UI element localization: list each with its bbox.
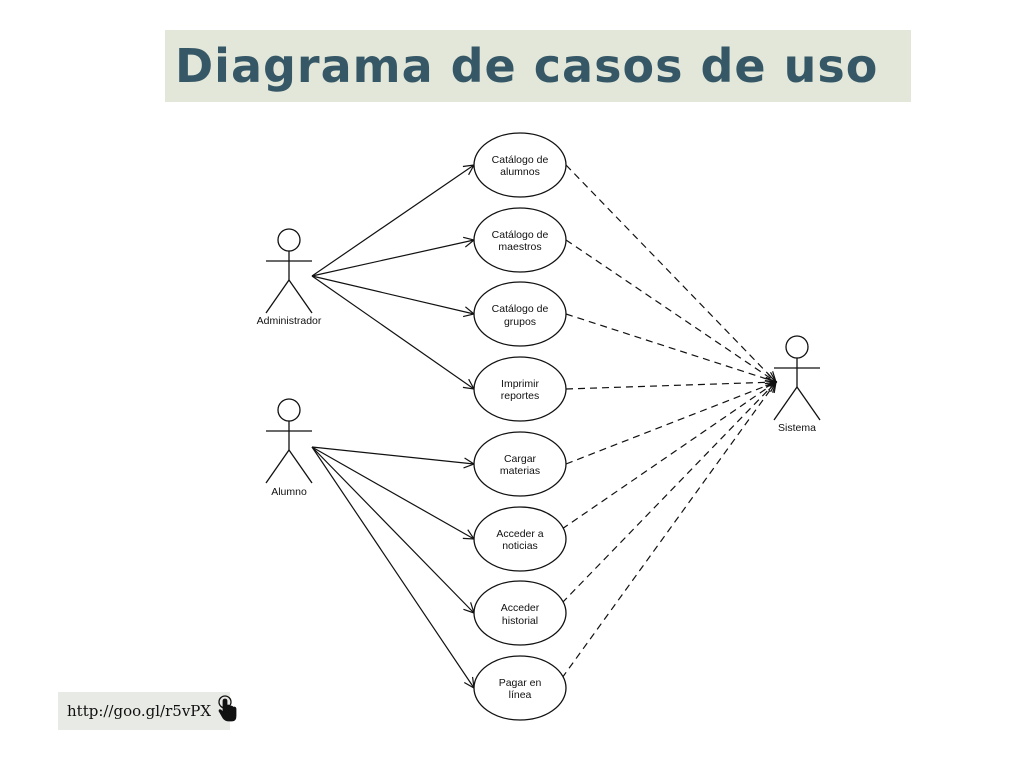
link-box[interactable]: http://goo.gl/r5vPX bbox=[58, 692, 237, 730]
use-case-label-line1: Catálogo de bbox=[492, 229, 549, 241]
use-case-label-line2: historial bbox=[502, 615, 538, 627]
association-line bbox=[311, 446, 475, 540]
dependency-line bbox=[565, 381, 777, 390]
association-line bbox=[311, 275, 475, 315]
dependency-line bbox=[565, 239, 777, 383]
hand-pointer-icon bbox=[217, 695, 239, 727]
actor-sistema bbox=[773, 335, 821, 421]
actor-label-sistema: Sistema bbox=[778, 422, 816, 434]
association-line bbox=[311, 275, 475, 390]
association-line bbox=[311, 446, 475, 689]
use-case-catalogo-alumnos: Catálogo de alumnos bbox=[473, 132, 567, 198]
dependency-line bbox=[561, 381, 777, 530]
use-case-acceder-historial: Acceder historial bbox=[473, 580, 567, 646]
use-case-label-line1: Catálogo de bbox=[492, 154, 549, 166]
actor-label-administrador: Administrador bbox=[257, 315, 322, 327]
actor-label-alumno: Alumno bbox=[271, 486, 307, 498]
association-line bbox=[311, 446, 475, 614]
use-case-label-line2: noticias bbox=[502, 540, 538, 552]
use-case-pagar-en-linea: Pagar en línea bbox=[473, 655, 567, 721]
page-title: Diagrama de casos de uso bbox=[175, 39, 879, 93]
use-case-label-line1: Acceder bbox=[501, 602, 540, 614]
use-case-acceder-noticias: Acceder a noticias bbox=[473, 506, 567, 572]
actor-administrador bbox=[265, 228, 313, 314]
association-line bbox=[311, 239, 475, 277]
association-line bbox=[311, 446, 475, 465]
association-line bbox=[311, 164, 475, 277]
use-case-label-line1: Pagar en bbox=[499, 677, 542, 689]
title-banner: Diagrama de casos de uso bbox=[165, 30, 911, 102]
use-case-label-line2: grupos bbox=[504, 316, 536, 328]
dependency-line bbox=[565, 313, 777, 383]
use-case-catalogo-grupos: Catálogo de grupos bbox=[473, 281, 567, 347]
use-case-label-line2: línea bbox=[509, 689, 532, 701]
use-case-label-line1: Imprimir bbox=[501, 378, 539, 390]
dependency-arrowhead bbox=[765, 380, 777, 394]
use-case-catalogo-maestros: Catálogo de maestros bbox=[473, 207, 567, 273]
dependency-line bbox=[561, 381, 777, 679]
diagram-edges bbox=[311, 164, 778, 690]
use-case-label-line2: maestros bbox=[498, 241, 541, 253]
dependency-line bbox=[561, 381, 777, 604]
use-case-label-line1: Catálogo de bbox=[492, 303, 549, 315]
use-case-label-line2: alumnos bbox=[500, 166, 540, 178]
use-case-label-line2: materias bbox=[500, 465, 540, 477]
dependency-line bbox=[565, 381, 777, 465]
use-case-cargar-materias: Cargar materias bbox=[473, 431, 567, 497]
use-case-label-line1: Cargar bbox=[504, 453, 537, 465]
use-case-label-line1: Acceder a bbox=[496, 528, 543, 540]
use-case-imprimir-reportes: Imprimir reportes bbox=[473, 356, 567, 422]
short-url-link[interactable]: http://goo.gl/r5vPX bbox=[67, 702, 212, 720]
dependency-line bbox=[565, 164, 777, 383]
use-case-label-line2: reportes bbox=[501, 390, 540, 402]
actor-alumno bbox=[265, 398, 313, 484]
